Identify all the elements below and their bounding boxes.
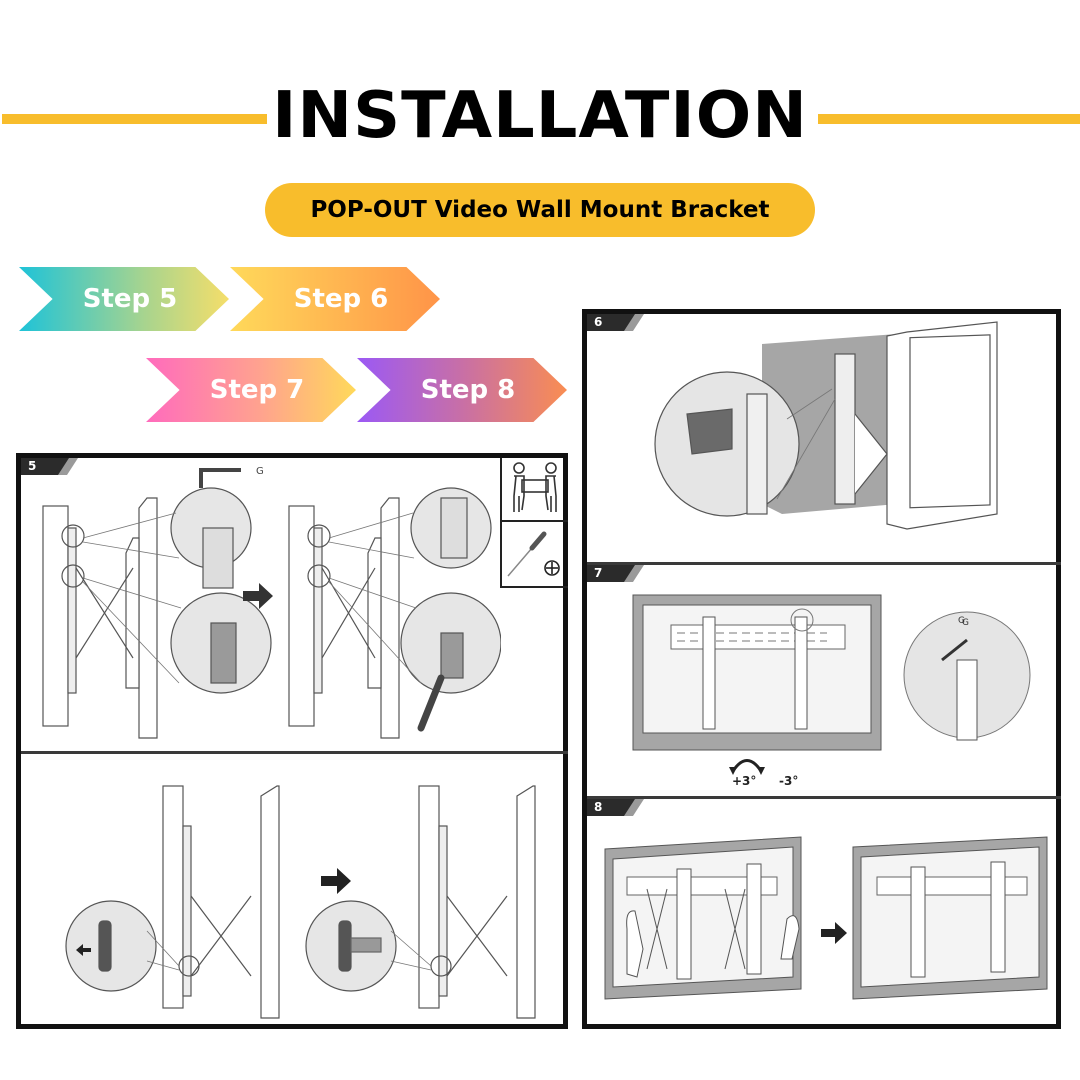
tilt-plus-label: +3° [732,774,757,788]
page-title: INSTALLATION [272,79,808,153]
tilt-minus-label: -3° [779,774,799,788]
step-8-label: Step 8 [420,375,516,405]
left-accent-rule [2,114,267,124]
step-5-divider [21,751,568,754]
product-subtitle-badge: POP-OUT Video Wall Mount Bracket [265,183,815,237]
right-accent-rule [818,114,1080,124]
step-6-chevron: Step 6 [230,267,440,331]
step-6-number-tag: 6 [587,314,639,331]
two-person-lift-icon [502,458,568,522]
step-6-lock-illustration [654,321,998,530]
svg-text:G: G [962,618,969,628]
step-8-chevron: Step 8 [357,358,567,422]
requirements-box [500,458,568,588]
step-6-divider [587,562,1061,565]
step-5-lock-knob-illustration [65,785,536,1019]
step-7-tilt-illustration: G [632,594,1031,775]
svg-text:G: G [256,466,264,477]
step-5-number-tag: 5 [21,458,73,475]
step-5-chevron: Step 5 [19,267,229,331]
step-8-number-tag: 8 [587,799,639,816]
step-5-label: Step 5 [82,284,178,314]
step-7-label: Step 7 [209,375,305,405]
product-subtitle: POP-OUT Video Wall Mount Bracket [310,197,770,223]
step-7-divider [587,796,1061,799]
phillips-screwdriver-icon [502,522,568,586]
step-5-hook-illustration: G [42,466,501,739]
hex-key-callout-label: G [958,616,965,626]
step-5-panel: 5 [16,453,568,1029]
step-6-label: Step 6 [293,284,389,314]
step-8-push-illustration [604,836,1048,1000]
step-7-number-tag: 7 [587,565,639,582]
steps-6-8-panel: 6 7 G +3° -3° G [582,309,1061,1029]
step-7-chevron: Step 7 [146,358,356,422]
